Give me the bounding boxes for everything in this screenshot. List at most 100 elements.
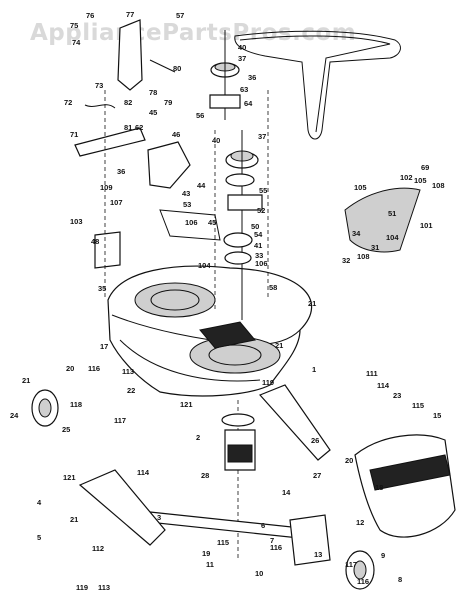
part-label-106: 106 (255, 259, 268, 268)
part-label-102: 102 (400, 173, 413, 182)
spindle-pulley (223, 130, 263, 320)
part-label-63: 63 (240, 85, 248, 94)
part-label-53: 53 (183, 200, 191, 209)
idler-arm-assembly (74, 19, 221, 269)
deck-belt (234, 30, 401, 140)
discharge-chute (354, 434, 456, 538)
part-label-115: 115 (217, 538, 229, 547)
part-label-78: 78 (149, 88, 157, 97)
part-label-108: 108 (432, 181, 445, 190)
part-label-1: 1 (312, 365, 316, 374)
part-label-44: 44 (197, 181, 206, 190)
part-label-104: 104 (198, 261, 211, 270)
part-label-119: 119 (262, 378, 274, 387)
part-label-13: 13 (314, 550, 322, 559)
part-label-101: 101 (420, 221, 433, 230)
part-label-17: 17 (100, 342, 108, 351)
part-label-74: 74 (72, 38, 81, 47)
deck-stabilizer-bracket (344, 187, 421, 253)
part-label-31: 31 (371, 243, 379, 252)
lift-link (258, 384, 331, 461)
part-label-4: 4 (37, 498, 42, 507)
part-label-51: 51 (388, 209, 396, 218)
part-label-27: 27 (313, 471, 321, 480)
deck-support-bracket (289, 514, 331, 566)
part-label-69: 69 (421, 163, 429, 172)
part-label-23: 23 (393, 391, 401, 400)
part-label-7: 7 (270, 536, 274, 545)
part-label-58: 58 (269, 283, 277, 292)
part-label-111: 111 (366, 369, 378, 378)
part-label-56: 56 (196, 111, 204, 120)
part-label-114: 114 (137, 468, 150, 477)
part-label-106: 106 (185, 218, 198, 227)
part-label-72: 72 (64, 98, 72, 107)
part-label-11: 11 (206, 560, 214, 569)
part-label-113: 113 (122, 367, 134, 376)
part-label-40: 40 (238, 43, 246, 52)
part-label-112: 112 (92, 544, 104, 553)
part-label-34: 34 (352, 229, 361, 238)
part-label-10: 10 (255, 569, 263, 578)
part-label-45: 45 (149, 108, 157, 117)
part-label-6: 6 (261, 521, 265, 530)
part-label-116: 116 (357, 577, 369, 586)
part-label-121: 121 (180, 400, 193, 409)
part-label-24: 24 (10, 411, 19, 420)
front-hanger-bracket (78, 469, 166, 546)
part-label-26: 26 (311, 436, 319, 445)
part-label-81: 81 (124, 123, 132, 132)
part-label-116: 116 (270, 543, 282, 552)
part-label-107: 107 (110, 198, 123, 207)
part-label-54: 54 (254, 230, 263, 239)
part-label-21: 21 (70, 515, 78, 524)
part-label-37: 37 (258, 132, 266, 141)
gauge-wheel-left (31, 389, 59, 427)
part-label-21: 21 (308, 299, 316, 308)
part-label-43: 43 (182, 189, 190, 198)
part-label-46: 46 (172, 130, 180, 139)
part-label-79: 79 (164, 98, 172, 107)
part-label-50: 50 (251, 222, 259, 231)
part-label-64: 64 (244, 99, 253, 108)
part-label-37: 37 (238, 54, 246, 63)
part-label-62: 62 (135, 123, 143, 132)
part-label-121: 121 (63, 473, 76, 482)
part-label-117: 117 (114, 416, 126, 425)
part-label-73: 73 (95, 81, 103, 90)
part-label-57: 57 (176, 11, 184, 20)
part-label-48: 48 (91, 237, 99, 246)
part-label-118: 118 (70, 400, 82, 409)
part-label-80: 80 (173, 64, 181, 73)
part-label-36: 36 (117, 167, 125, 176)
part-label-25: 25 (62, 425, 70, 434)
part-label-35: 35 (98, 284, 106, 293)
part-label-41: 41 (254, 241, 262, 250)
part-label-104: 104 (386, 233, 399, 242)
part-label-33: 33 (255, 251, 263, 260)
part-label-36: 36 (248, 73, 256, 82)
part-label-105: 105 (354, 183, 367, 192)
part-label-21: 21 (22, 376, 30, 385)
part-label-9: 9 (381, 551, 385, 560)
part-label-2: 2 (196, 433, 200, 442)
part-label-71: 71 (70, 130, 78, 139)
mower-deck (107, 265, 313, 397)
part-label-82: 82 (124, 98, 132, 107)
part-label-103: 103 (70, 217, 83, 226)
part-label-108: 108 (357, 252, 370, 261)
part-label-114: 114 (377, 381, 390, 390)
part-label-32: 32 (342, 256, 350, 265)
part-label-5: 5 (37, 533, 41, 542)
part-label-28: 28 (201, 471, 209, 480)
part-label-119: 119 (76, 583, 88, 592)
gauge-wheel-right (345, 550, 375, 590)
belt-guard (147, 141, 191, 189)
part-label-105: 105 (414, 176, 427, 185)
part-label-116: 116 (88, 364, 100, 373)
part-label-18: 18 (375, 483, 383, 492)
part-label-115: 115 (412, 401, 424, 410)
part-label-3: 3 (157, 513, 161, 522)
